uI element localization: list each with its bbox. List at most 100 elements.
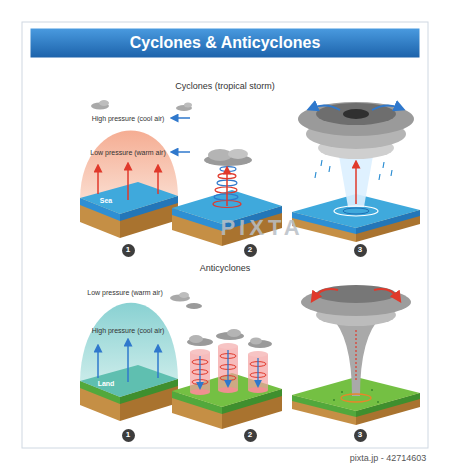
air-column [190,389,210,395]
surface-label: Land [98,380,115,387]
spiral-column [220,167,236,172]
spiral-column [213,167,241,208]
cloud [187,329,272,348]
watermark: PIXTA [220,217,303,239]
cloud [184,103,192,108]
storm-cloud [343,109,369,119]
cloud [170,292,202,309]
rain [379,174,380,180]
cloud [179,292,189,298]
cloud [227,329,241,337]
spiral-column [215,187,237,193]
callout-text: 1 [126,431,130,439]
sea-block [80,182,178,238]
rising-air-arrow [98,166,158,200]
callout-text: 2 [248,431,252,439]
air-column [218,343,238,349]
rain [383,162,384,168]
cloud [228,149,248,159]
tornado-funnel [330,316,382,396]
tornado-funnel [371,389,373,391]
wind-arrow [174,118,190,152]
sea-block [80,182,178,214]
storm-funnel [355,164,357,204]
tornado-funnel [330,316,382,403]
air-column [199,356,200,386]
callout-text: 1 [126,246,130,254]
land-block [80,365,178,397]
title-banner [30,28,420,58]
inflow-arrow [314,289,398,298]
outflow-arrow [312,105,340,110]
cool-air-dome [80,303,178,397]
section-heading: Anticyclones [200,264,251,273]
storm-cloud [298,102,414,136]
sinking-air-arrow [98,342,158,382]
air-label: Low pressure (warm air) [90,149,165,156]
callout-number: 1 [122,429,135,442]
wind-arrow [174,151,190,153]
air-column [248,351,268,357]
callout-number: 3 [354,244,367,257]
storm-cloud [316,285,396,303]
tornado-funnel [341,394,371,402]
air-column [190,349,210,355]
callout-number: 1 [122,244,135,257]
outflow-arrow [312,105,400,110]
surface-label: Sea [100,197,112,204]
tornado-funnel [355,330,356,380]
tornado-funnel [341,391,343,393]
inflow-arrow [374,289,398,298]
spiral-column [214,194,238,200]
tornado-funnel [377,401,379,403]
title-text: Cyclones & Anticyclones [130,35,321,51]
spiral-column [226,170,228,206]
wind-arrow [174,117,190,119]
title-banner [30,28,420,58]
cloud [99,100,109,106]
callout-number: 2 [244,429,257,442]
air-column [257,358,258,384]
air-label: High pressure (cool air) [92,327,165,334]
callout-number: 3 [354,429,367,442]
sinking-air-arrow [97,348,99,378]
stock-id: pixta.jp - 42714603 [350,454,427,463]
storm-funnel [343,208,369,214]
page-frame [22,22,428,448]
cloud [250,338,262,345]
section-heading: Cyclones (tropical storm) [175,82,275,91]
air-column [190,343,268,395]
callout-text: 3 [358,246,362,254]
rain [391,170,392,176]
callout-number: 2 [244,244,257,257]
cloud [189,335,203,343]
storm-cloud [301,285,411,326]
rain [315,172,316,178]
page-frame [22,22,428,448]
cloud [186,303,202,309]
cloud [204,149,252,166]
rising-air-arrow [157,168,159,194]
sinking-air-arrow [127,342,129,382]
rain [315,160,392,180]
air-column [248,354,268,390]
rising-air-arrow [97,168,99,194]
air-label: Low pressure (warm air) [87,289,162,296]
callout-text: 3 [358,431,362,439]
storm-funnel [334,150,378,216]
air-column [227,350,228,384]
cloud [91,100,192,111]
sinking-air-arrow [157,348,159,378]
storm-cloud [298,102,414,159]
rain [321,160,322,166]
air-label: High pressure (cool air) [92,115,165,122]
outflow-arrow [372,105,400,110]
rain [329,166,330,172]
cool-air-dome [80,303,178,397]
inflow-arrow [314,289,338,298]
air-column [218,346,238,390]
land-block [80,365,178,421]
storm-funnel [334,206,378,216]
